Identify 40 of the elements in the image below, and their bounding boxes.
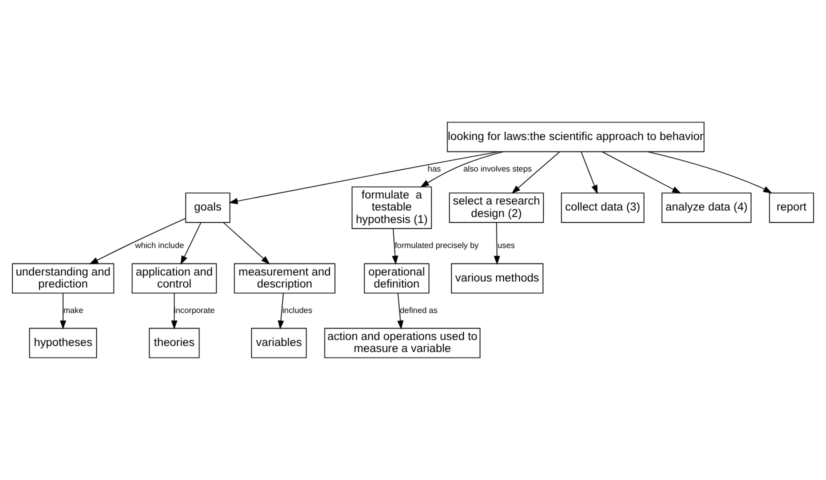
node-box: operational definition	[364, 263, 430, 294]
arrow	[392, 228, 398, 265]
node-box: various methods	[451, 263, 544, 294]
arrow	[60, 292, 66, 330]
edge-label: uses	[498, 241, 515, 250]
node-box: theories	[148, 328, 200, 358]
node-box: action and operations used to measure a variable	[324, 328, 480, 358]
arrow	[222, 222, 270, 264]
node-box: variables	[251, 328, 307, 358]
node-box: application and control	[132, 263, 217, 294]
node-box: understanding and prediction	[12, 263, 114, 294]
arrow	[278, 292, 284, 330]
arrow	[511, 151, 560, 194]
arrow	[580, 151, 598, 194]
node-box: looking for laws:the scientific approach to behavior	[446, 122, 704, 152]
node-box: hypotheses	[29, 328, 97, 358]
arrow	[647, 151, 772, 194]
arrow	[171, 292, 178, 330]
edge-label: has	[428, 164, 441, 174]
node-box: formulate a testable hypothesis (1)	[352, 186, 432, 229]
node-box: select a research design (2)	[448, 192, 544, 223]
edge-label: make	[63, 306, 84, 315]
arrow	[180, 222, 202, 265]
node-box: report	[769, 192, 814, 223]
node-box: analyze data (4)	[662, 192, 752, 223]
edge-label: incorporate	[174, 306, 215, 315]
node-box: goals	[185, 192, 230, 223]
arrow	[397, 292, 404, 330]
edge-label: also involves steps	[463, 164, 532, 174]
arrow	[420, 151, 504, 188]
node-box: measurement and description	[234, 263, 336, 294]
edge-label: defined as	[400, 306, 438, 315]
node-box: collect data (3)	[560, 192, 644, 223]
arrow	[89, 218, 186, 264]
edge-label: formulated precisely by	[394, 241, 479, 250]
arrow	[494, 222, 500, 265]
edge-label: includes	[282, 306, 312, 315]
arrow	[228, 151, 499, 204]
arrow	[602, 151, 682, 194]
edge-label: which include	[135, 241, 184, 250]
